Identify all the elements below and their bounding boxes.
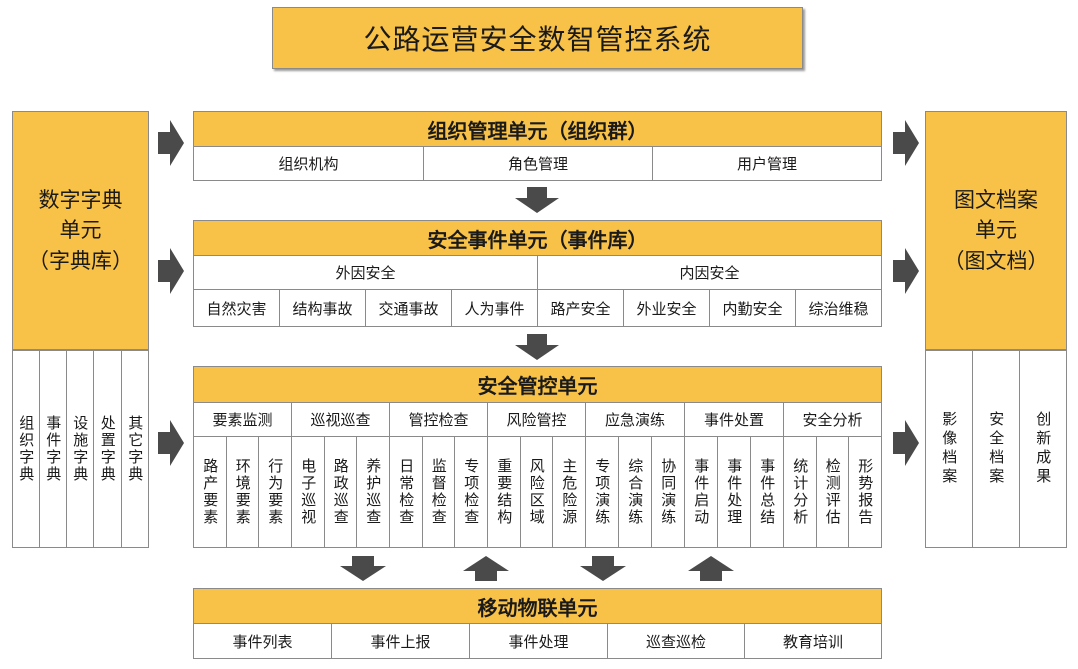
event-item: 路产安全 bbox=[537, 289, 624, 327]
archive-item: 影像档案 bbox=[925, 350, 973, 548]
control-group-label: 安全分析 bbox=[783, 402, 882, 437]
event-item: 综治维稳 bbox=[795, 289, 882, 327]
control-item: 路政巡查 bbox=[324, 436, 357, 548]
arrow-up-icon bbox=[688, 556, 734, 581]
control-item: 电子巡视 bbox=[291, 436, 325, 548]
control-item: 监督检查 bbox=[422, 436, 455, 548]
control-item: 日常检查 bbox=[389, 436, 423, 548]
org-item: 角色管理 bbox=[423, 146, 653, 181]
dictionary-item: 组织字典 bbox=[12, 350, 40, 548]
arrow-right-icon bbox=[893, 120, 919, 166]
dictionary-item: 其它字典 bbox=[121, 350, 149, 548]
archive-unit-header: 图文档案 单元 （图文档） bbox=[925, 111, 1067, 350]
arrow-down-icon bbox=[580, 556, 626, 581]
control-item: 主危险源 bbox=[552, 436, 586, 548]
arrow-right-icon bbox=[893, 248, 919, 294]
arrow-down-icon bbox=[515, 334, 559, 360]
mobile-item: 事件处理 bbox=[469, 623, 608, 659]
mobile-item: 巡查巡检 bbox=[607, 623, 745, 659]
dictionary-item: 设施字典 bbox=[66, 350, 94, 548]
control-item: 路产要素 bbox=[193, 436, 227, 548]
archive-unit-title-line1: 图文档案 bbox=[954, 187, 1038, 212]
dictionary-item: 处置字典 bbox=[93, 350, 122, 548]
control-item: 行为要素 bbox=[258, 436, 292, 548]
control-unit-header: 安全管控单元 bbox=[193, 366, 882, 403]
control-item: 重要结构 bbox=[487, 436, 521, 548]
mobile-item: 事件列表 bbox=[193, 623, 332, 659]
control-group-label: 管控检查 bbox=[389, 402, 488, 437]
arrow-right-icon bbox=[158, 248, 184, 294]
arrow-down-icon bbox=[340, 556, 386, 581]
control-item: 环境要素 bbox=[226, 436, 259, 548]
control-group-label: 巡视巡查 bbox=[291, 402, 390, 437]
mobile-item: 教育培训 bbox=[744, 623, 882, 659]
org-item: 用户管理 bbox=[652, 146, 882, 181]
control-item: 专项检查 bbox=[454, 436, 488, 548]
org-unit-header: 组织管理单元（组织群） bbox=[193, 111, 882, 147]
dictionary-item: 事件字典 bbox=[39, 350, 67, 548]
dictionary-unit-header: 数字字典 单元 （字典库） bbox=[12, 111, 149, 350]
control-group-label: 应急演练 bbox=[585, 402, 685, 437]
event-item: 外业安全 bbox=[623, 289, 710, 327]
dictionary-unit-title-line2: 单元 bbox=[59, 218, 102, 243]
control-item: 检测评估 bbox=[816, 436, 849, 548]
control-item: 事件处理 bbox=[717, 436, 751, 548]
dictionary-unit-title-line3: （字典库） bbox=[28, 248, 133, 273]
org-item: 组织机构 bbox=[193, 146, 424, 181]
mobile-item: 事件上报 bbox=[331, 623, 470, 659]
control-group-label: 风险管控 bbox=[487, 402, 586, 437]
control-item: 事件启动 bbox=[684, 436, 718, 548]
event-group-internal: 内因安全 bbox=[537, 255, 882, 290]
control-item: 综合演练 bbox=[618, 436, 652, 548]
event-item: 交通事故 bbox=[365, 289, 452, 327]
control-item: 风险区域 bbox=[520, 436, 553, 548]
control-item: 事件总结 bbox=[750, 436, 784, 548]
archive-item: 创新成果 bbox=[1019, 350, 1067, 548]
control-item: 协同演练 bbox=[651, 436, 685, 548]
arrow-right-icon bbox=[158, 120, 184, 166]
archive-item: 安全档案 bbox=[972, 350, 1020, 548]
control-group-label: 事件处置 bbox=[684, 402, 784, 437]
event-unit-header: 安全事件单元（事件库） bbox=[193, 220, 882, 256]
control-item: 统计分析 bbox=[783, 436, 817, 548]
arrow-right-icon bbox=[158, 420, 184, 466]
control-item: 养护巡查 bbox=[356, 436, 390, 548]
control-group-label: 要素监测 bbox=[193, 402, 292, 437]
arrow-down-icon bbox=[515, 187, 559, 213]
event-item: 内勤安全 bbox=[709, 289, 796, 327]
archive-unit-title-line3: （图文档） bbox=[943, 248, 1049, 273]
control-item: 形势报告 bbox=[848, 436, 882, 548]
event-item: 自然灾害 bbox=[193, 289, 280, 327]
dictionary-unit-title-line1: 数字字典 bbox=[38, 187, 123, 212]
mobile-unit-header: 移动物联单元 bbox=[193, 588, 882, 624]
event-group-external: 外因安全 bbox=[193, 255, 538, 290]
event-item: 结构事故 bbox=[279, 289, 366, 327]
event-item: 人为事件 bbox=[451, 289, 538, 327]
archive-unit-title-line2: 单元 bbox=[975, 218, 1017, 243]
arrow-up-icon bbox=[463, 556, 509, 581]
page-title: 公路运营安全数智管控系统 bbox=[272, 7, 803, 69]
arrow-right-icon bbox=[893, 420, 919, 466]
control-item: 专项演练 bbox=[585, 436, 619, 548]
